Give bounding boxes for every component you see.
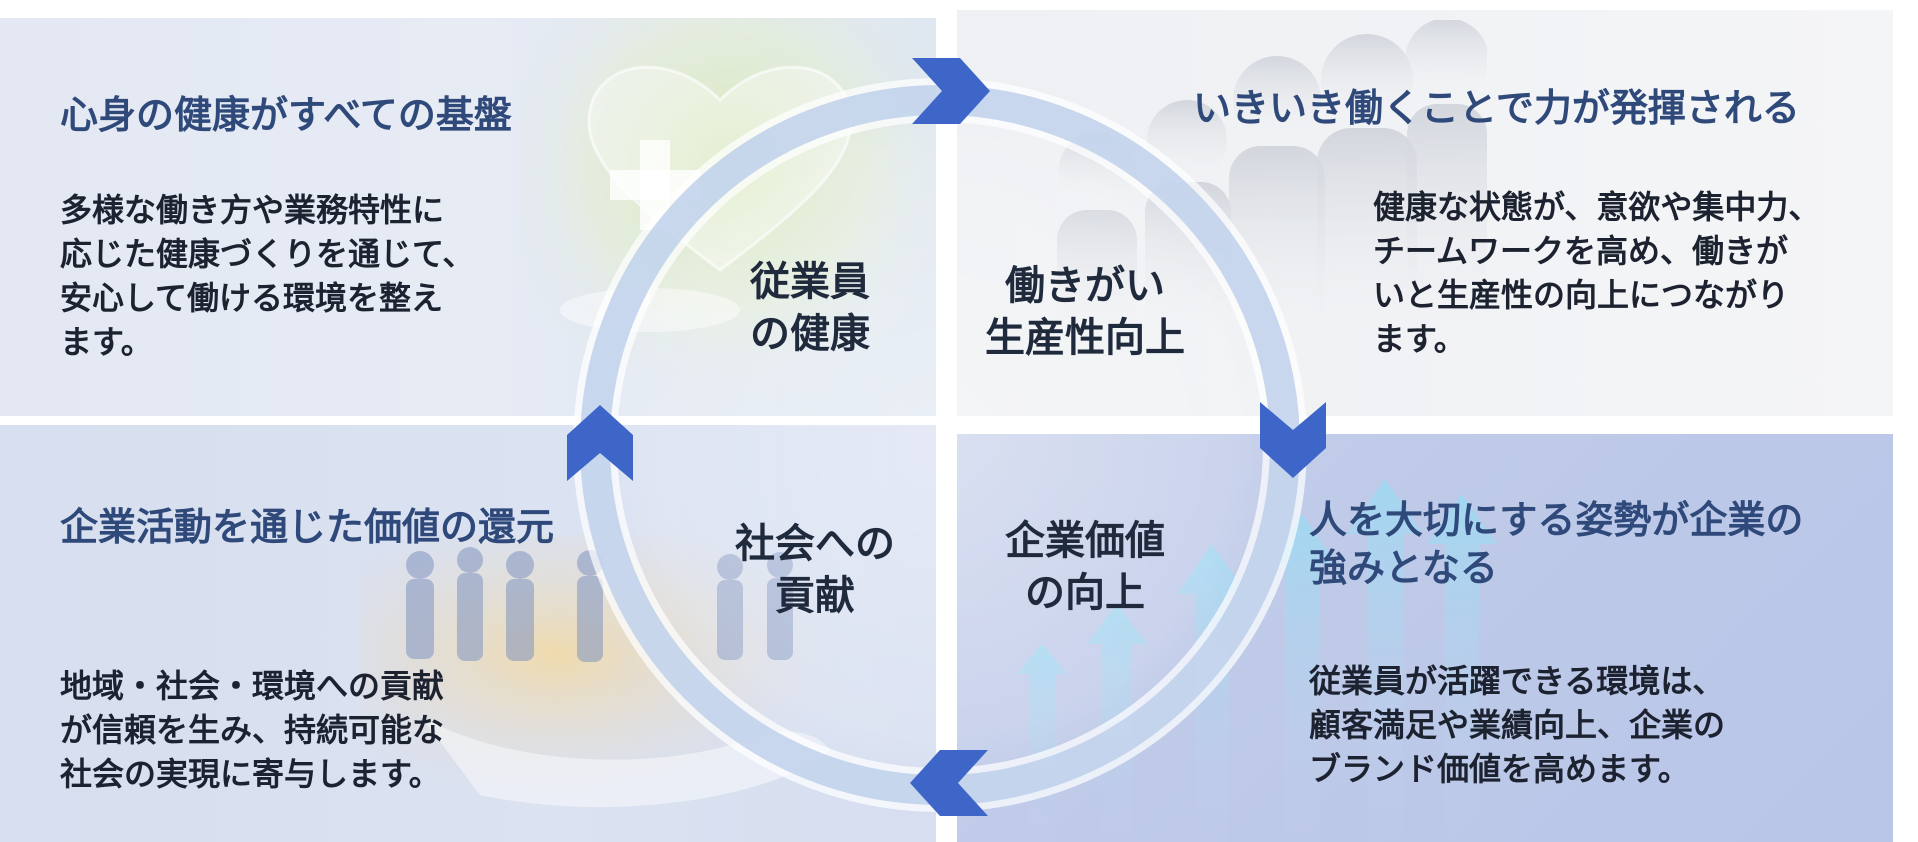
quadrant-heading-continued: 強みとなる bbox=[1309, 546, 1498, 590]
quadrant-heading: いきいき働くことで力が発揮される bbox=[1193, 86, 1800, 130]
cycle-ring bbox=[573, 78, 1307, 812]
quadrant-description: 多様な働き方や業務特性に 応じた健康づくりを通じて、 安心して働ける環境を整え … bbox=[60, 191, 475, 361]
quadrant-heading: 企業活動を通じた価値の還元 bbox=[60, 505, 555, 549]
chevron-left-icon bbox=[910, 750, 988, 816]
center-label-engagement-productivity: 働きがい 生産性向上 bbox=[985, 263, 1185, 361]
center-label-employee-health: 従業員 の健康 bbox=[750, 259, 870, 357]
center-label-corporate-value: 企業価値 の向上 bbox=[1005, 518, 1165, 616]
chevron-right-icon bbox=[912, 58, 990, 124]
quadrant-heading: 心身の健康がすべての基盤 bbox=[60, 93, 512, 137]
quadrant-heading: 人を大切にする姿勢が企業の bbox=[1309, 498, 1804, 542]
center-label-social-contribution: 社会への 貢献 bbox=[735, 521, 895, 619]
chevron-down-icon bbox=[1260, 402, 1326, 478]
quadrant-description: 地域・社会・環境への貢献 が信頼を生み、持続可能な 社会の実現に寄与します。 bbox=[60, 667, 445, 793]
quadrant-description: 健康な状態が、意欲や集中力、 チームワークを高め、働きが いと生産性の向上につな… bbox=[1373, 188, 1821, 358]
chevron-up-icon bbox=[567, 405, 633, 481]
quadrant-description: 従業員が活躍できる環境は、 顧客満足や業績向上、企業の ブランド価値を高めます。 bbox=[1309, 662, 1726, 788]
